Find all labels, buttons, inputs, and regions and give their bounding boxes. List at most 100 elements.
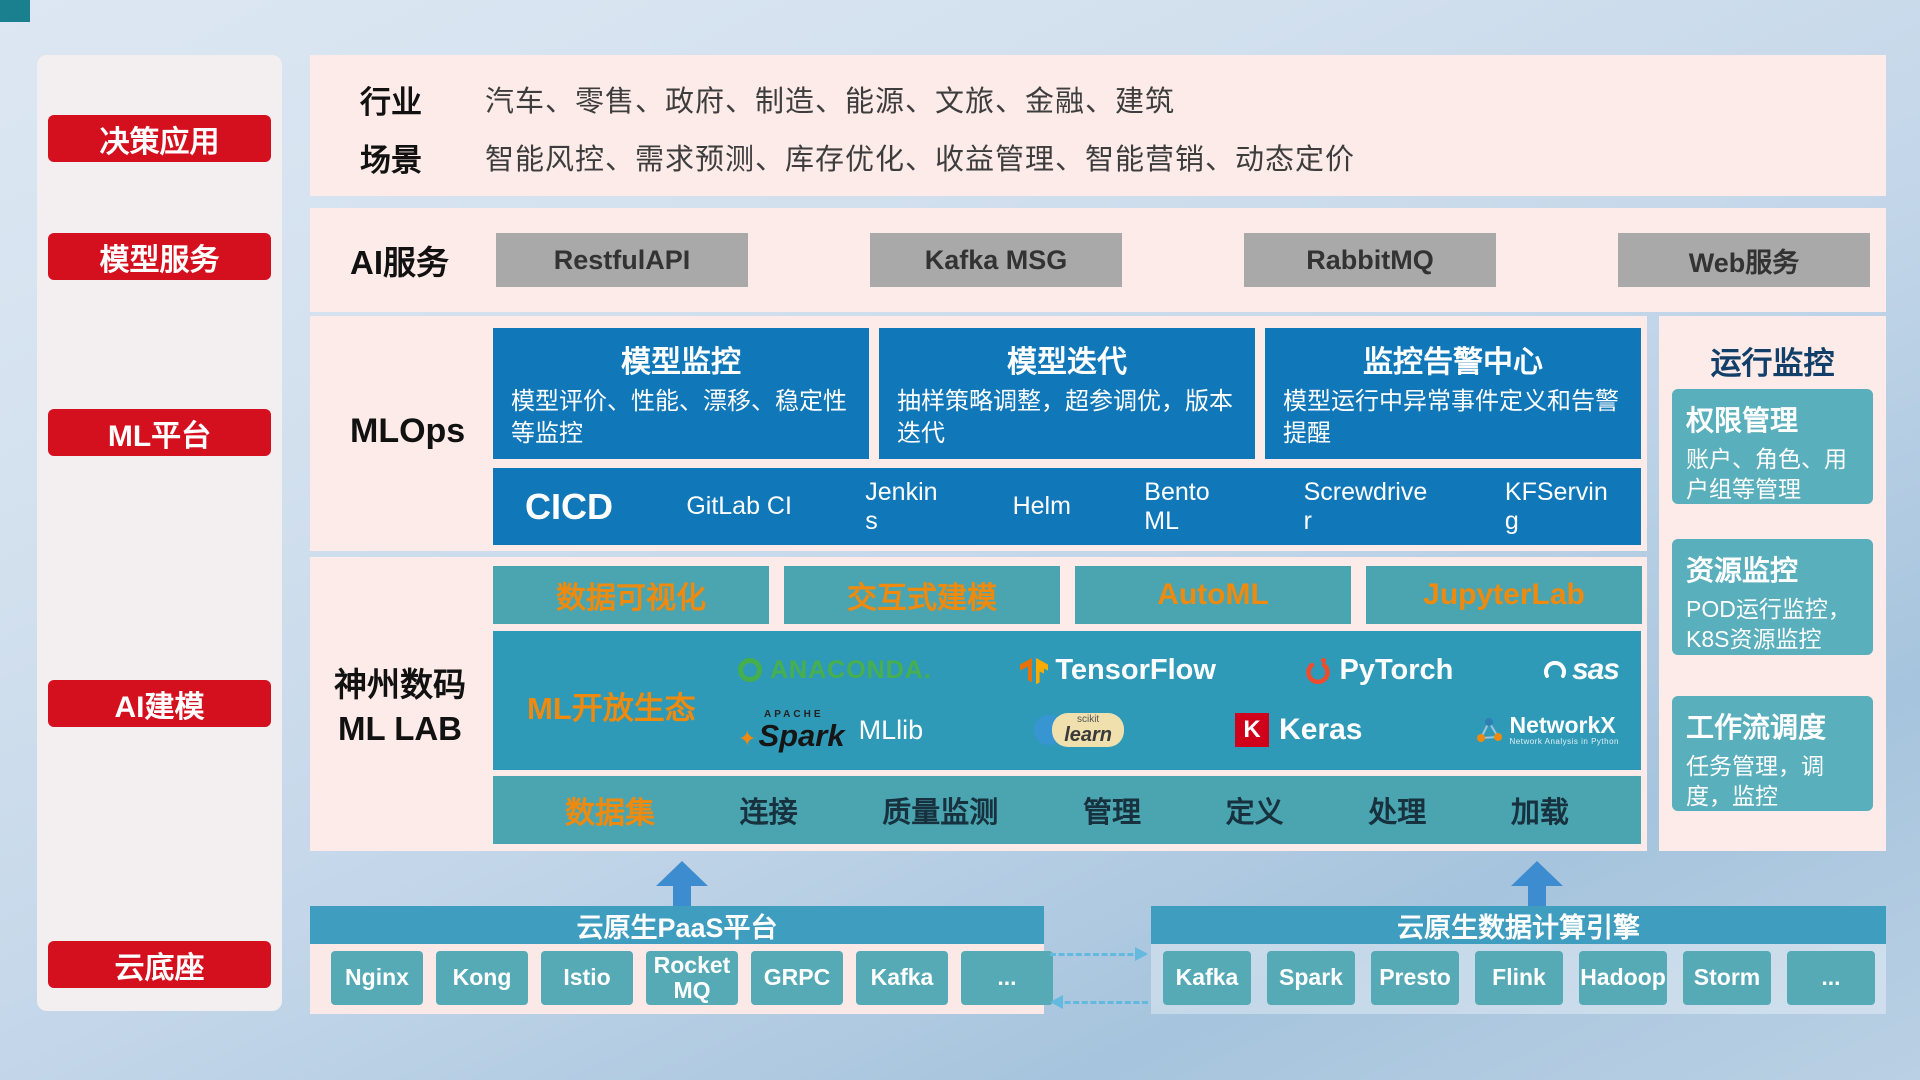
spark-star-icon: ✦ (738, 725, 757, 751)
jenkins-item: Jenkins (865, 477, 938, 535)
scikit-learn-logo: scikit learn (1034, 713, 1124, 747)
anaconda-text: ANACONDA. (770, 655, 932, 684)
resource-card: 资源监控 POD运行监控，K8S资源监控 (1672, 539, 1873, 655)
corner-accent (0, 0, 30, 22)
logo-row-2: APACHE ✦Spark MLlib scikit learn K Keras (738, 701, 1619, 759)
pytorch-logo: PyTorch (1304, 654, 1453, 687)
spark-engine-node: Spark (1267, 951, 1355, 1005)
kfserving-item: KFServing (1504, 477, 1608, 535)
interactive-modeling-box: 交互式建模 (784, 566, 1060, 624)
card-desc: 模型评价、性能、漂移、稳定性等监控 (511, 388, 847, 448)
istio-node: Istio (541, 951, 633, 1005)
gitlab-ci-item: GitLab CI (686, 492, 792, 521)
up-arrow-icon (656, 861, 708, 907)
mlops-panel: MLOps 模型监控 模型评价、性能、漂移、稳定性等监控 模型迭代 抽样策略调整… (310, 316, 1647, 551)
bentoml-item: BentoML (1144, 477, 1210, 535)
tensorflow-logo: TensorFlow (1020, 654, 1216, 687)
dashed-arrow-left-icon (1050, 995, 1148, 1009)
alert-center-card: 监控告警中心 模型运行中异常事件定义和告警提醒 (1265, 328, 1641, 459)
anaconda-logo: ANACONDA. (738, 656, 932, 685)
card-title: 模型监控 (621, 346, 741, 379)
model-monitor-card: 模型监控 模型评价、性能、漂移、稳定性等监控 (493, 328, 869, 459)
storm-engine-node: Storm (1683, 951, 1771, 1005)
up-arrow-icon (1511, 861, 1563, 907)
scenario-label: 场景 (360, 142, 422, 178)
ecosystem-label: ML开放生态 (527, 691, 696, 726)
tensorflow-icon (1020, 658, 1049, 685)
sidebar-item-decision-apps: 决策应用 (48, 115, 271, 162)
dataset-bar: 数据集 连接 质量监测 管理 定义 处理 加载 (493, 776, 1641, 844)
ai-service-label: AI服务 (350, 244, 449, 281)
data-visualization-box: 数据可视化 (493, 566, 769, 624)
model-iteration-card: 模型迭代 抽样策略调整，超参调优，版本迭代 (879, 328, 1255, 459)
paas-nodes: Nginx Kong Istio RocketMQ GRPC Kafka ... (331, 951, 1053, 1005)
mllab-label-line1: 神州数码 (334, 666, 466, 703)
helm-item: Helm (1012, 492, 1071, 521)
networkx-icon (1476, 718, 1502, 742)
industry-list: 汽车、零售、政府、制造、能源、文旅、金融、建筑 (485, 86, 1176, 118)
mllab-label: 神州数码 ML LAB (314, 663, 486, 751)
tensorflow-text: TensorFlow (1055, 653, 1216, 686)
sas-logo: sas (1542, 653, 1620, 687)
kafka-node: Kafka (856, 951, 948, 1005)
load-label: 加载 (1510, 797, 1569, 829)
ml-ecosystem-box: ML开放生态 ANACONDA. TensorFlow (493, 631, 1641, 770)
card-desc: 模型运行中异常事件定义和告警提醒 (1283, 388, 1619, 448)
grpc-node: GRPC (751, 951, 843, 1005)
kafka-engine-node: Kafka (1163, 951, 1251, 1005)
sas-icon (1543, 660, 1566, 678)
presto-engine-node: Presto (1371, 951, 1459, 1005)
sidebar-item-cloud-base: 云底座 (48, 941, 271, 988)
sidebar-item-model-service: 模型服务 (48, 233, 271, 280)
jupyterlab-box: JupyterLab (1366, 566, 1642, 624)
mlops-label: MLOps (350, 412, 466, 450)
engine-title-bar: 云原生数据计算引擎 (1151, 906, 1886, 944)
restfulapi-box: RestfulAPI (496, 233, 748, 287)
connect-label: 连接 (739, 797, 798, 829)
cicd-bar: CICD GitLab CI Jenkins Helm BentoML Scre… (493, 468, 1641, 545)
rabbitmq-box: RabbitMQ (1244, 233, 1496, 287)
sas-text: sas (1571, 653, 1620, 686)
card-title: 模型迭代 (1007, 346, 1127, 379)
card-desc: 抽样策略调整，超参调优，版本迭代 (897, 388, 1233, 448)
dataset-label: 数据集 (565, 797, 655, 830)
anaconda-icon (738, 658, 762, 682)
permission-card: 权限管理 账户、角色、用户组等管理 (1672, 389, 1873, 504)
keras-text: Keras (1279, 713, 1363, 746)
card-desc: POD运行监控，K8S资源监控 (1686, 596, 1851, 652)
sidebar-item-ml-platform: ML平台 (48, 409, 271, 456)
more-node: ... (961, 951, 1053, 1005)
define-label: 定义 (1225, 797, 1284, 829)
industry-panel: 行业 汽车、零售、政府、制造、能源、文旅、金融、建筑 场景 智能风控、需求预测、… (310, 55, 1886, 196)
process-label: 处理 (1368, 797, 1427, 829)
web-service-box: Web服务 (1618, 233, 1870, 287)
networkx-subtitle: Network Analysis in Python (1509, 737, 1619, 747)
more-engine-node: ... (1787, 951, 1875, 1005)
spark-text: Spark (758, 717, 845, 753)
rocketmq-node: RocketMQ (646, 951, 738, 1005)
automl-box: AutoML (1075, 566, 1351, 624)
logo-row-1: ANACONDA. TensorFlow PyTorch (738, 643, 1620, 697)
card-title: 监控告警中心 (1363, 346, 1543, 379)
kong-node: Kong (436, 951, 528, 1005)
keras-icon: K (1235, 713, 1270, 747)
dashed-arrow-right-icon (1050, 947, 1148, 961)
engine-nodes: Kafka Spark Presto Flink Hadoop Storm ..… (1163, 951, 1875, 1005)
screwdriver-item: Screwdriver (1303, 477, 1428, 535)
learn-text: learn (1064, 724, 1112, 746)
nginx-node: Nginx (331, 951, 423, 1005)
workflow-card: 工作流调度 任务管理，调度，监控 (1672, 696, 1873, 811)
card-title: 权限管理 (1686, 405, 1799, 436)
kafka-msg-box: Kafka MSG (870, 233, 1122, 287)
card-desc: 账户、角色、用户组等管理 (1686, 446, 1847, 502)
scenario-list: 智能风控、需求预测、库存优化、收益管理、智能营销、动态定价 (485, 144, 1356, 176)
card-title: 资源监控 (1686, 555, 1799, 586)
pytorch-icon (1306, 657, 1331, 685)
mllab-top-buttons: 数据可视化 交互式建模 AutoML JupyterLab (493, 566, 1642, 624)
left-sidebar: 决策应用 模型服务 ML平台 AI建模 云底座 (37, 55, 282, 1011)
networkx-text: NetworkX (1509, 711, 1616, 738)
scikit-text: scikit (1076, 714, 1100, 725)
pytorch-text: PyTorch (1339, 653, 1454, 686)
mlops-cards: 模型监控 模型评价、性能、漂移、稳定性等监控 模型迭代 抽样策略调整，超参调优，… (493, 328, 1641, 459)
spark-icon: APACHE ✦Spark (738, 709, 845, 753)
